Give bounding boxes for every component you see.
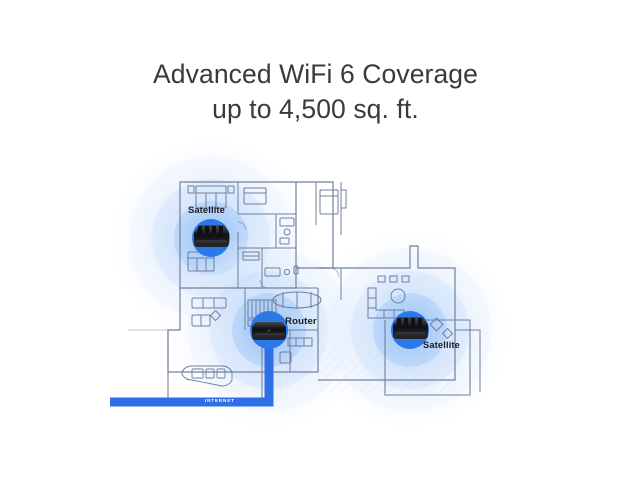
router-device-icon <box>393 317 428 339</box>
furniture-side-table-r1 <box>429 317 444 332</box>
wall-right-extension <box>455 329 481 392</box>
device-label-satellite-right: Satellite <box>423 340 461 350</box>
furniture-bathroom-mid <box>264 265 299 277</box>
patio-area <box>318 350 455 392</box>
furniture-round-table <box>390 288 406 304</box>
router-device-icon <box>252 322 286 340</box>
furniture-loveseat <box>191 314 211 327</box>
furniture-bathroom-upper <box>279 217 295 245</box>
furniture-cabinet-b <box>389 275 398 283</box>
door-arc-b <box>259 279 269 289</box>
device-label-router-center: Router <box>285 316 317 327</box>
internet-cable <box>110 330 274 407</box>
furniture-cabinet-a <box>377 275 386 283</box>
furniture-sideboard <box>287 337 313 347</box>
router-device-icon <box>194 225 229 247</box>
device-router-center[interactable] <box>250 311 288 349</box>
door-arc-c <box>329 267 340 278</box>
device-satellite-right[interactable] <box>391 311 429 349</box>
furniture-nightstand-a <box>187 185 195 194</box>
furniture-closet <box>242 251 260 261</box>
furniture-nightstand-b <box>227 185 235 194</box>
furniture-side-table-r2 <box>441 327 454 340</box>
device-label-satellite-upper-left: Satellite <box>188 205 226 215</box>
cable-path <box>110 330 274 407</box>
furniture-car <box>181 365 233 387</box>
furniture-cabinet-c <box>401 275 410 283</box>
furniture-bed-right <box>243 187 267 205</box>
page-title: Advanced WiFi 6 Coverage up to 4,500 sq.… <box>0 58 631 126</box>
furniture-bed-top <box>195 185 227 209</box>
furniture-side-table-left <box>209 309 222 322</box>
door-arc-a <box>237 221 247 231</box>
wall-upper-right-wing <box>296 181 334 269</box>
furniture-dining-table <box>272 291 322 309</box>
furniture-armchair <box>279 351 292 364</box>
internet-cable-label: INTERNET <box>205 398 235 403</box>
title-line-secondary: up to 4,500 sq. ft. <box>212 93 419 124</box>
furniture-bed-far-right <box>319 189 339 215</box>
furniture-sofa-left <box>191 297 227 309</box>
title-line-primary: Advanced WiFi 6 Coverage <box>153 59 478 89</box>
furniture-sectional-sofa <box>367 287 405 319</box>
furniture-dresser-far-right <box>340 189 347 209</box>
device-satellite-upper-left[interactable] <box>192 219 230 257</box>
